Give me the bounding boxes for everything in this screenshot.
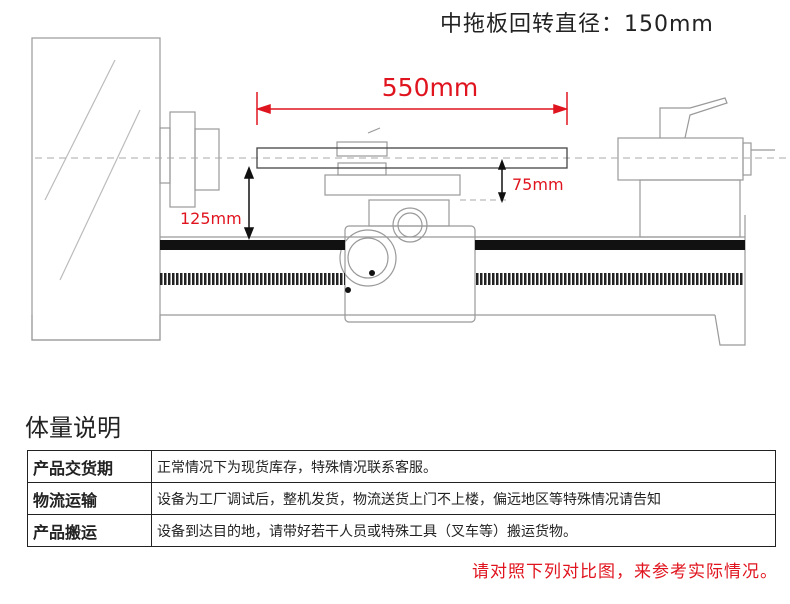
- headstock: [31, 37, 161, 341]
- table-row: 产品搬运 设备到达目的地，请带好若干人员或特殊工具（叉车等）搬运货物。: [27, 514, 776, 547]
- note-text: 请对照下列对比图，来参考实际情况。: [472, 562, 778, 582]
- row-value: 设备为工厂调试后，整机发货，物流送货上门不上楼，偏远地区等特殊情况请告知: [151, 482, 776, 515]
- table-row: 物流运输 设备为工厂调试后，整机发货，物流送货上门不上楼，偏远地区等特殊情况请告…: [27, 482, 776, 515]
- table-row: 产品交货期 正常情况下为现货库存，特殊情况联系客服。: [27, 450, 776, 483]
- row-label: 物流运输: [27, 482, 152, 515]
- length-dimension: [255, 92, 569, 125]
- page-title: 中拖板回转直径：150mm: [440, 12, 714, 37]
- cross-height-label: 75mm: [512, 175, 564, 194]
- tool-post: [336, 141, 388, 157]
- bed-way: [160, 240, 345, 250]
- section-title: 体量说明: [25, 414, 121, 442]
- row-label: 产品搬运: [27, 514, 152, 547]
- apron: [344, 225, 476, 323]
- row-value: 设备到达目的地，请带好若干人员或特殊工具（叉车等）搬运货物。: [151, 514, 776, 547]
- center-height-label: 125mm: [180, 209, 242, 228]
- info-table: 产品交货期 正常情况下为现货库存，特殊情况联系客服。 物流运输 设备为工厂调试后…: [27, 450, 776, 547]
- leadscrew: [160, 273, 345, 285]
- height-dimension: [243, 158, 507, 241]
- workpiece: [256, 147, 568, 169]
- chuck: [169, 111, 196, 208]
- lathe-diagram: 550mm 125mm 75mm: [31, 37, 790, 346]
- row-label: 产品交货期: [27, 450, 152, 483]
- cross-slide: [324, 174, 461, 196]
- row-value: 正常情况下为现货库存，特殊情况联系客服。: [151, 450, 776, 483]
- tailstock: [617, 137, 744, 181]
- length-label: 550mm: [382, 73, 478, 102]
- lathe-outline: [31, 37, 775, 346]
